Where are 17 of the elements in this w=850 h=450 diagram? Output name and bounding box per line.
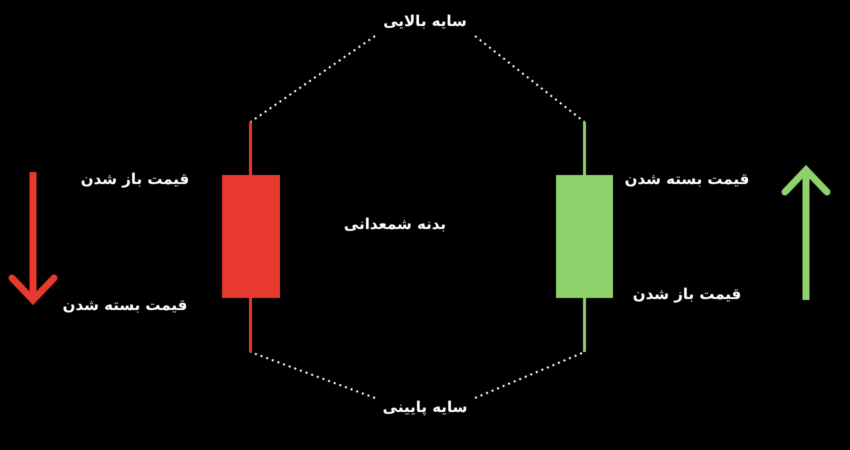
price-label: قیمت بسته شدن [62, 296, 188, 314]
leader-line [250, 351, 376, 399]
candle-wick [583, 298, 586, 352]
candle-wick [249, 298, 252, 352]
candle-body [556, 175, 613, 298]
price-label: قیمت باز شدن [632, 285, 742, 303]
shadow-label: سایه پایینی [370, 398, 480, 416]
candle-wick [583, 122, 586, 175]
leader-line [250, 35, 376, 123]
candle-wick [249, 122, 252, 175]
shadow-label: سایه بالایی [370, 12, 480, 30]
body-label: بدنه شمعدانی [342, 215, 448, 233]
candle-body [222, 175, 280, 298]
leader-line [474, 35, 586, 123]
price-label: قیمت باز شدن [80, 170, 190, 188]
leader-line [474, 351, 585, 399]
price-label: قیمت بسته شدن [624, 170, 750, 188]
